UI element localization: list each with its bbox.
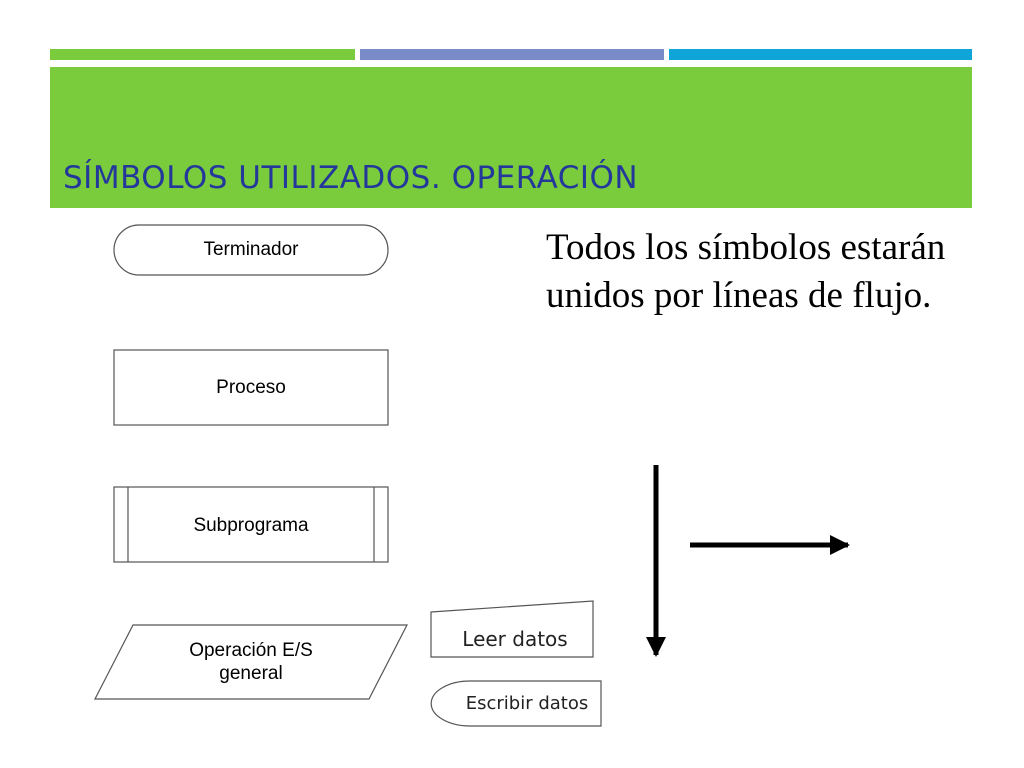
write-data-symbol (430, 680, 602, 727)
read-data-symbol (430, 600, 594, 658)
process-label: Proceso (216, 377, 286, 398)
slide-title: SÍMBOLOS UTILIZADOS. OPERACIÓN (63, 160, 639, 196)
write-data-label: Escribir datos (465, 693, 589, 714)
io-general-label-line1: Operación E/S (189, 640, 313, 661)
accent-bar-blue (360, 49, 664, 60)
io-general-label-line2: general (219, 663, 283, 684)
process-symbol (113, 349, 389, 426)
subprogram-symbol (113, 486, 389, 563)
accent-bar-green (50, 49, 355, 60)
body-text: Todos los símbolos estarán unidos por lí… (546, 227, 946, 316)
terminator-label: Terminador (203, 239, 299, 260)
read-data-label: Leer datos (462, 627, 568, 651)
terminator-symbol (113, 224, 389, 276)
title-banner: SÍMBOLOS UTILIZADOS. OPERACIÓN (50, 67, 972, 208)
subprogram-label: Subprograma (193, 515, 309, 536)
io-general-symbol (94, 624, 408, 700)
accent-bar-cyan (669, 49, 972, 60)
io-general-label: Operación E/S general (120, 639, 382, 685)
